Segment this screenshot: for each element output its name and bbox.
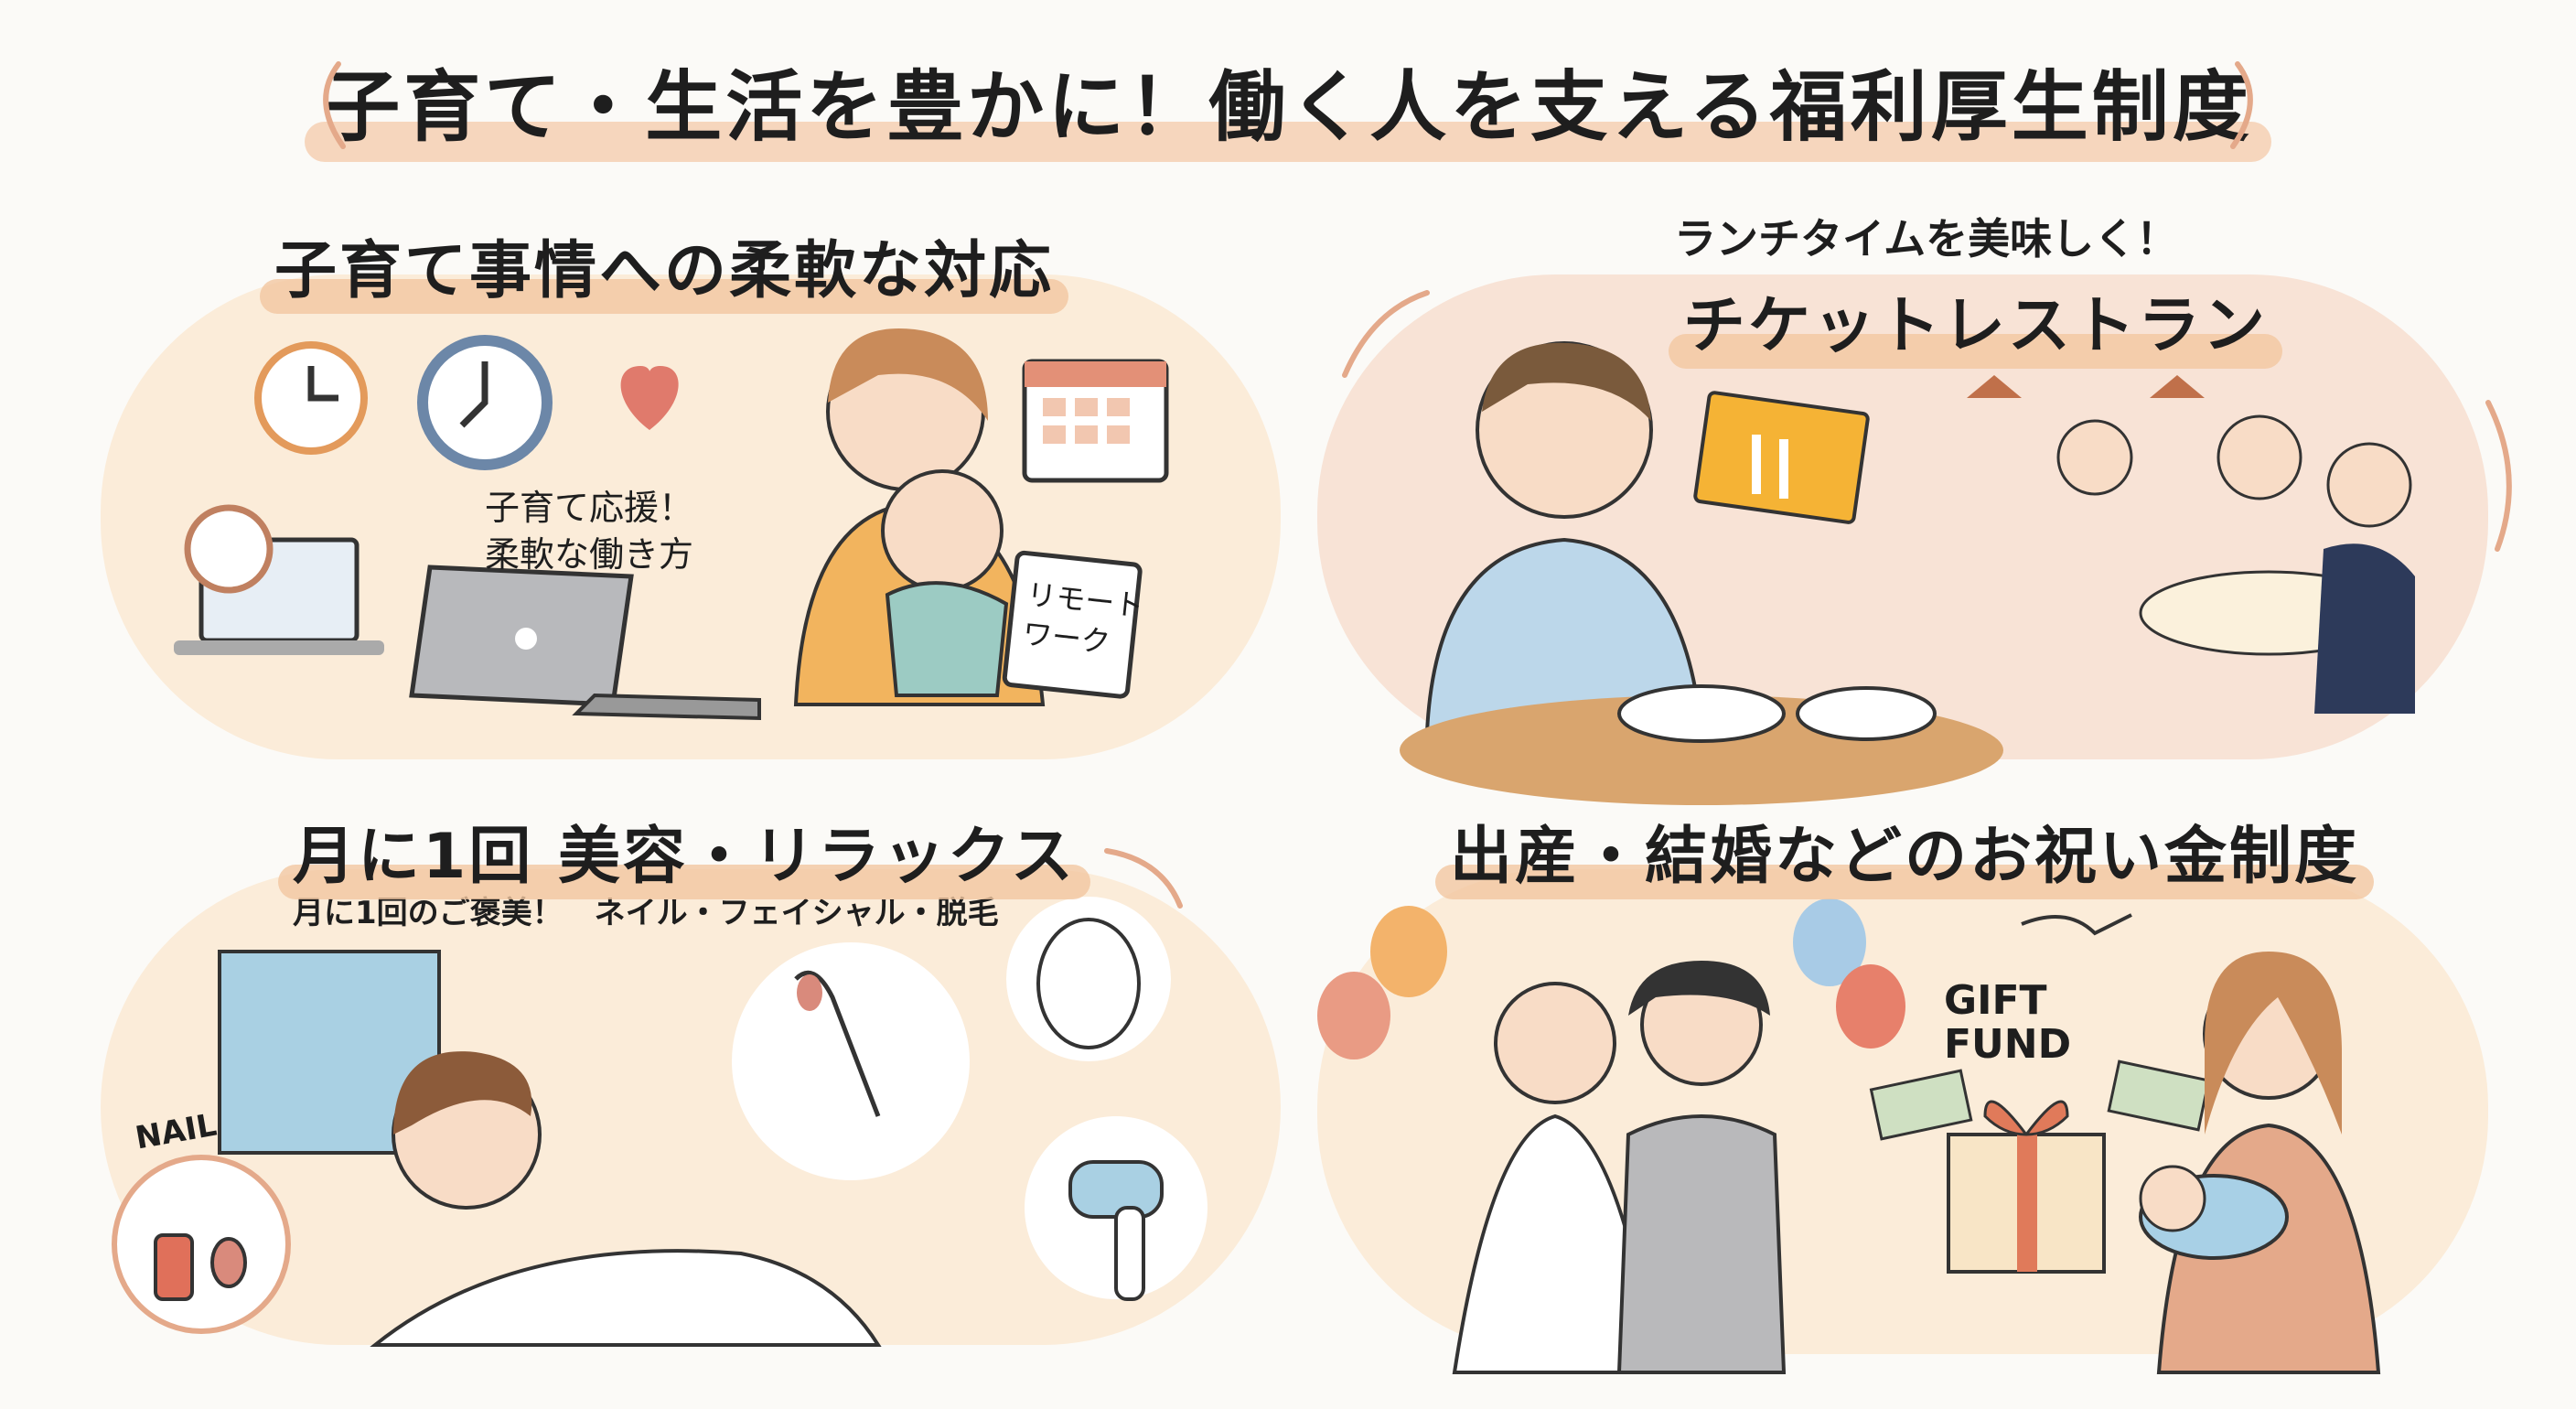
- steak-plate: [1796, 686, 1937, 741]
- remote-calendar-icon: [1002, 550, 1143, 699]
- childcare-title: 子育て事情への柔軟な対応: [259, 220, 1069, 314]
- mother-with-newborn: [2139, 952, 2381, 1374]
- money-icon: [1869, 1059, 2211, 1141]
- ticket-icon: [1693, 391, 1870, 524]
- laptop-clock-icon: [174, 504, 384, 655]
- nail-bubble: [112, 1155, 291, 1334]
- beauty-title: 月に1回 美容・リラックス: [278, 805, 1090, 899]
- stork-icon: [2021, 913, 2132, 936]
- groom: [1616, 961, 1787, 1374]
- man-with-ticket: [1424, 341, 1704, 734]
- nail-hand-circle: [732, 942, 970, 1180]
- lunch-title: チケットレストラン: [1668, 274, 2283, 369]
- celebration-title: 出産・結婚などのお祝い金制度: [1434, 805, 2375, 899]
- celebration-illustration: [1317, 400, 2512, 1374]
- steak-plate: [1617, 684, 1786, 743]
- lunch-illustration: [1342, 290, 2415, 805]
- lunch-subtitle: ランチタイムを美味しく！: [1674, 214, 2179, 264]
- calendar-icon: [1022, 359, 1169, 483]
- balloon-icon: [1317, 898, 1905, 1059]
- beauty-illustration: [112, 848, 1208, 1347]
- bride: [1452, 982, 1658, 1374]
- ceiling-lamp-icon: [1967, 375, 2205, 398]
- face-mask-icon: [1006, 897, 1171, 1061]
- clock-arrow-icon: [254, 341, 368, 455]
- title-decoration-icon: [323, 61, 2253, 149]
- heart-icon: [620, 366, 679, 430]
- childcare-caption: 子育て応援！柔軟な働き方: [485, 488, 694, 575]
- childcare-illustration: [174, 328, 1169, 721]
- page-title: 子育て・生活を豊かに！働く人を支える福利厚生制度: [0, 46, 2576, 162]
- gift-box-icon: [1947, 1100, 2106, 1274]
- hair-removal-device-icon: [1025, 1116, 1208, 1301]
- diners: [2056, 414, 2415, 714]
- clock-icon: [417, 335, 553, 470]
- relaxing-woman: [370, 1051, 882, 1347]
- mother-with-baby: [793, 328, 1046, 706]
- beauty-subtitle: 月に1回のご褒美！ ネイル・フェイシャル・脱毛: [293, 895, 999, 931]
- laptop-icon: [409, 565, 761, 721]
- remote-work-label: リモートワーク: [1021, 576, 1145, 661]
